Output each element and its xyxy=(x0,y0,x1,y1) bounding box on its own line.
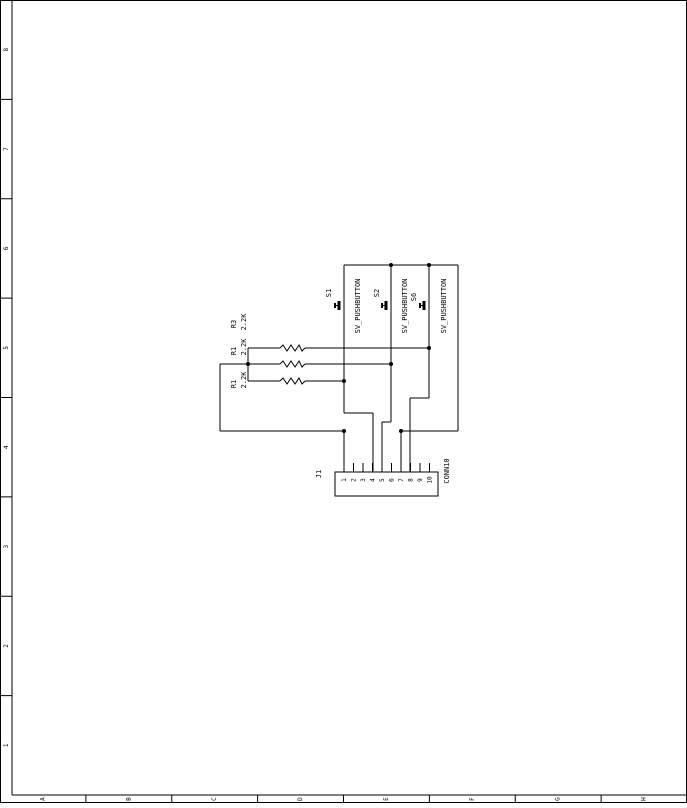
row-zone-ticks xyxy=(0,99,12,695)
switch-s6-value: SV_PUSHBUTTON xyxy=(440,279,448,334)
resistor-symbols xyxy=(280,345,305,384)
resistor-r1a-zigzag xyxy=(280,361,305,367)
resistor-r1a-ref: R1 xyxy=(230,347,238,355)
resistor-r1a-value: 2.2K xyxy=(240,338,248,356)
column-zone-label: C xyxy=(211,797,218,801)
row-zone-label: 2 xyxy=(3,644,10,648)
column-zone-label: D xyxy=(297,797,304,801)
resistor-r1b-ref: R1 xyxy=(230,380,238,388)
row-zone-label: 1 xyxy=(3,743,10,747)
connector-pin-stubs xyxy=(344,463,430,472)
switch-s2-value: SV_PUSHBUTTON xyxy=(401,279,409,334)
connector-j1 xyxy=(335,472,438,496)
connector-pin-label: 5 xyxy=(379,478,386,482)
connector-pin-label: 4 xyxy=(370,478,377,482)
switch-s1-symbol xyxy=(335,297,344,314)
connector-ref-label: J1 xyxy=(315,470,323,478)
row-zone-label: 3 xyxy=(3,544,10,548)
resistor-r1b-zigzag xyxy=(280,378,305,384)
column-zone-label: G xyxy=(555,797,562,801)
column-zone-label: F xyxy=(469,797,476,801)
connector-pin-label: 10 xyxy=(427,476,434,484)
connector-pin-label: 9 xyxy=(417,478,424,482)
resistor-r3-zigzag xyxy=(280,345,305,351)
connector-pin-label: 8 xyxy=(408,478,415,482)
column-zone-label: H xyxy=(641,797,648,801)
switch-s6-symbol xyxy=(420,297,429,314)
switch-s6-ref: S6 xyxy=(410,293,418,301)
resistor-r1b-value: 2.2K xyxy=(240,371,248,389)
connector-pin-label: 3 xyxy=(360,478,367,482)
connector-pin-label: 7 xyxy=(398,478,405,482)
connector-value-label: CONN10 xyxy=(443,458,451,483)
connector-pin-label: 6 xyxy=(389,478,396,482)
row-zone-label: 6 xyxy=(3,246,10,250)
wires xyxy=(220,265,458,472)
column-zone-ticks xyxy=(86,795,601,803)
connector-pin-label: 1 xyxy=(341,478,348,482)
column-zone-label: A xyxy=(39,797,46,801)
column-zone-label: B xyxy=(125,797,132,801)
switch-s2-ref: S2 xyxy=(373,289,381,297)
switch-s1-value: SV_PUSHBUTTON xyxy=(354,279,362,334)
resistor-r3-ref: R3 xyxy=(230,320,238,328)
connector-pin-label: 2 xyxy=(351,478,358,482)
switch-s1-ref: S1 xyxy=(325,289,333,297)
column-zone-label: E xyxy=(383,797,390,801)
row-zone-label: 7 xyxy=(3,147,10,151)
row-zone-label: 5 xyxy=(3,346,10,350)
switch-s2-symbol xyxy=(382,297,391,314)
row-zone-label: 8 xyxy=(3,48,10,52)
resistor-r3-value: 2.2K xyxy=(240,313,248,331)
row-zone-label: 4 xyxy=(3,445,10,449)
